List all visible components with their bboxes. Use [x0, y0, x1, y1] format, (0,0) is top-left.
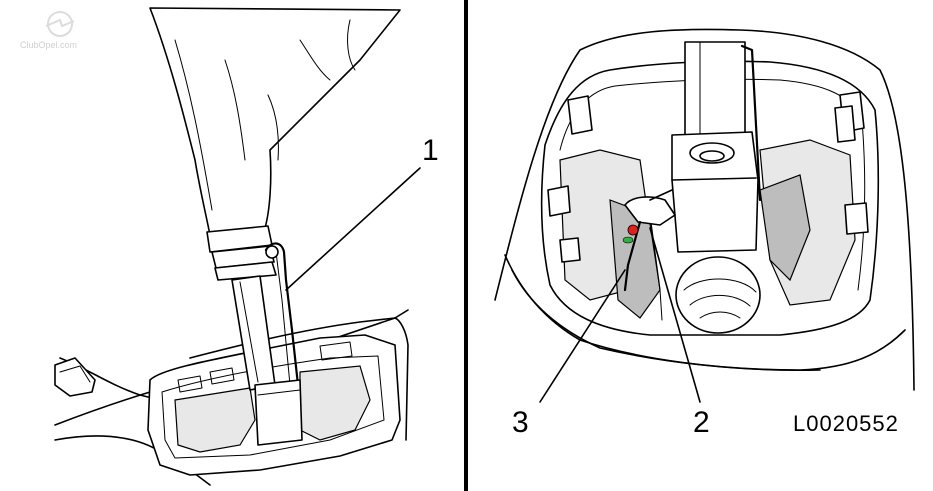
watermark-ring-icon	[47, 11, 73, 37]
figure-code-label: L0020552	[793, 411, 899, 436]
left-panel-illustration: 1	[54, 7, 439, 486]
callout-1-label: 1	[422, 134, 439, 167]
watermark-logo: ClubOpel.com	[20, 11, 77, 50]
watermark-text: ClubOpel.com	[20, 40, 77, 50]
panel-divider	[464, 0, 468, 491]
right-panel-illustration: 2 3 L0020552	[494, 28, 915, 439]
callout-3-label: 3	[512, 406, 529, 439]
callout-2-label: 2	[693, 406, 710, 439]
green-marker-icon	[622, 236, 634, 244]
red-marker-icon	[627, 224, 639, 236]
watermark-bolt-icon	[45, 18, 75, 28]
